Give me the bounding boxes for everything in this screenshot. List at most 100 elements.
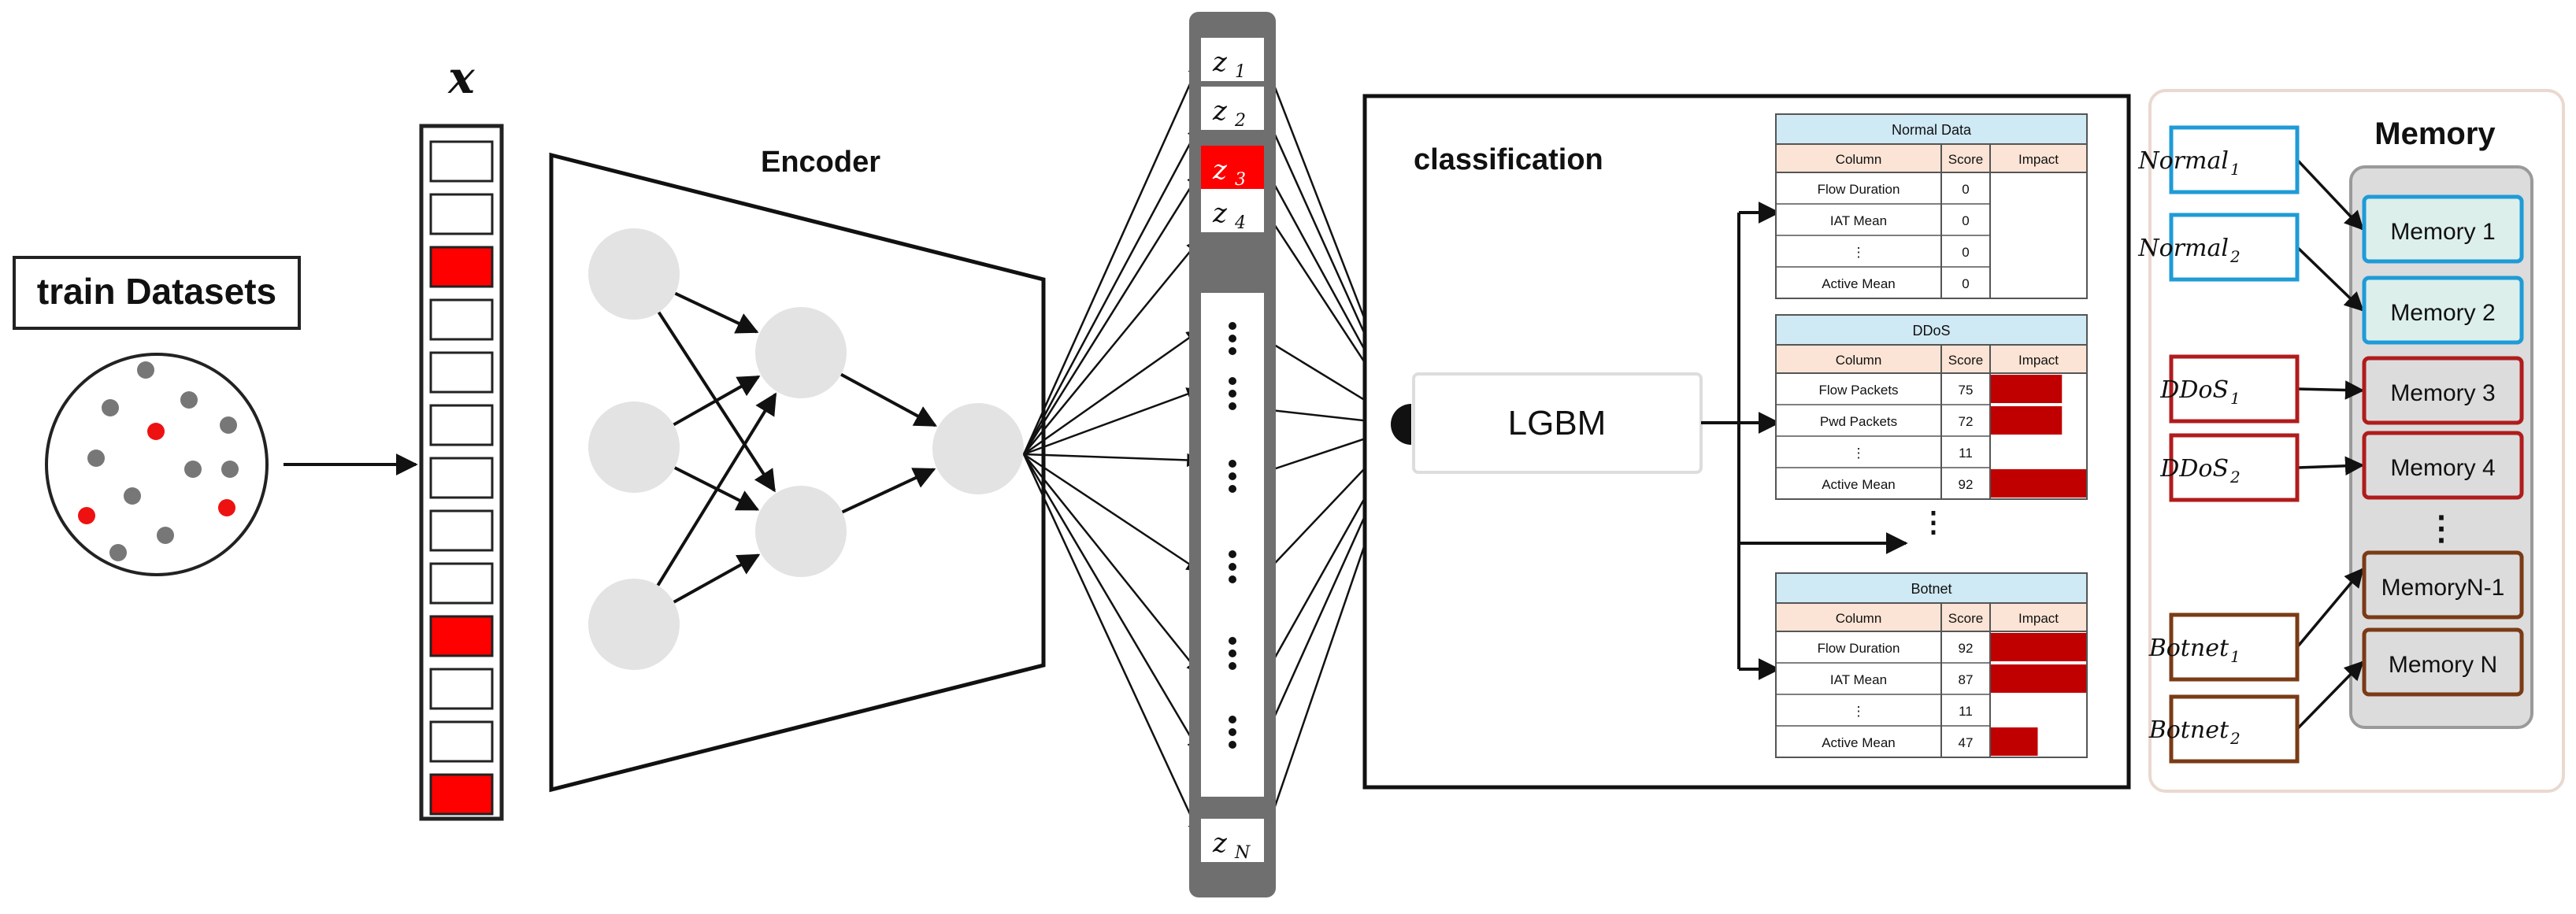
encoder-edges xyxy=(656,291,937,604)
encoder-edge xyxy=(656,392,777,587)
latent-dot xyxy=(1229,575,1236,583)
latent-label: z xyxy=(1212,198,1228,229)
table-cell-score: 0 xyxy=(1962,276,1969,291)
latent-dot xyxy=(1229,390,1236,398)
vector-cell xyxy=(429,457,494,499)
latent-subscript: N xyxy=(1234,843,1251,863)
fan-out-arrow xyxy=(1023,329,1201,456)
table-cell-score: 0 xyxy=(1962,182,1969,197)
data-point xyxy=(102,399,119,416)
encoder-node xyxy=(588,228,680,320)
table-cell-column: ⋮ xyxy=(1852,446,1866,461)
table-cell-score: 72 xyxy=(1959,414,1974,429)
train-datasets-block: train Datasets xyxy=(13,256,301,576)
memory-slot-label: Memory 1 xyxy=(2390,219,2495,245)
table-cell-column: Active Mean xyxy=(1822,477,1896,492)
fan-out-arrow xyxy=(1023,453,1201,675)
latent-dot xyxy=(1229,485,1236,493)
table-header-row xyxy=(1775,602,2088,632)
latent-dot xyxy=(1229,335,1236,342)
encoder-node xyxy=(932,403,1024,494)
table-cell-score: 92 xyxy=(1959,641,1974,656)
latent-dot xyxy=(1229,322,1236,330)
impact-bar xyxy=(1991,664,2086,693)
data-point xyxy=(87,450,105,467)
dataset-points xyxy=(78,361,239,561)
memory-input-label: Botnet xyxy=(2148,635,2229,662)
latent-dot xyxy=(1229,741,1236,749)
data-point xyxy=(221,461,239,478)
table-col-header: Score xyxy=(1948,152,1983,167)
input-vector-cells xyxy=(429,140,494,816)
table-cell-column: ⋮ xyxy=(1852,704,1866,719)
memory-input-label: DDoS xyxy=(2159,376,2229,404)
data-point xyxy=(137,361,154,379)
encoder-edge xyxy=(673,553,761,604)
latent-label: z xyxy=(1212,46,1228,78)
fan-out-arrow xyxy=(1023,453,1201,572)
memory-slot-2 xyxy=(2362,276,2524,345)
vector-label: x xyxy=(447,52,475,104)
memory-input-subscript: 2 xyxy=(2229,247,2241,266)
table-header-row xyxy=(1775,344,2088,374)
encoder-edge xyxy=(840,372,937,427)
encoder-edge xyxy=(673,375,761,427)
memory-input-subscript: 1 xyxy=(2230,389,2241,408)
fan-out-arrow xyxy=(1023,387,1201,456)
table-cell-column: ⋮ xyxy=(1852,245,1866,260)
vector-cell xyxy=(429,773,494,816)
impact-bar xyxy=(1991,375,2063,403)
latent-dot xyxy=(1229,716,1236,723)
table-title-cell xyxy=(1775,572,2088,604)
memory-input-botnet-2 xyxy=(2169,694,2300,764)
lgbm-output-arrows xyxy=(1701,202,1908,680)
data-point xyxy=(78,507,95,524)
table-cell-column: Flow Duration xyxy=(1818,641,1900,656)
train-datasets-label: train Datasets xyxy=(37,271,276,312)
lgbm-label: LGBM xyxy=(1508,404,1607,442)
latent-subscript: 3 xyxy=(1235,170,1246,190)
fan-out-arrow xyxy=(1022,172,1201,455)
table-cell-column: IAT Mean xyxy=(1830,213,1887,228)
table-col-header: Score xyxy=(1948,353,1983,368)
latent-cell-z3 xyxy=(1201,146,1264,189)
memory-input-label: Normal xyxy=(2137,147,2229,175)
latent-dot xyxy=(1229,402,1236,410)
table-cell-score: 0 xyxy=(1962,245,1969,260)
encoder-nodes xyxy=(588,228,1024,670)
memory-input-subscript: 2 xyxy=(2229,468,2241,487)
latent-subscript: 2 xyxy=(1234,111,1246,131)
table-cell-column: IAT Mean xyxy=(1830,672,1887,687)
latent-subscript: 1 xyxy=(1235,62,1246,82)
table-col-header: Column xyxy=(1836,353,1882,368)
data-point xyxy=(218,499,235,516)
latent-cell-z2 xyxy=(1201,87,1264,130)
latent-dot xyxy=(1229,563,1236,571)
memory-input-normal-2 xyxy=(2169,213,2300,282)
table-cell-column: Active Mean xyxy=(1822,735,1896,750)
memory-input-subscript: 2 xyxy=(2229,729,2241,748)
vector-cell xyxy=(429,351,494,394)
latent-label: z xyxy=(1212,95,1228,127)
dataset-circle xyxy=(45,353,269,576)
memory-input-normal-1 xyxy=(2169,125,2300,194)
fan-out-arrow xyxy=(1022,453,1201,836)
data-point xyxy=(109,544,127,561)
table-title-cell xyxy=(1775,314,2088,346)
memory-slot-1 xyxy=(2362,194,2524,264)
encoder-edge xyxy=(841,468,936,514)
memory-arrow xyxy=(2296,661,2364,731)
table-col-header: Impact xyxy=(2018,152,2059,167)
latent-cell-z1 xyxy=(1201,38,1264,81)
train-datasets-box xyxy=(13,256,301,330)
table-cell-column: Active Mean xyxy=(1822,276,1896,291)
vector-cell xyxy=(429,509,494,552)
latent-dot xyxy=(1229,460,1236,468)
